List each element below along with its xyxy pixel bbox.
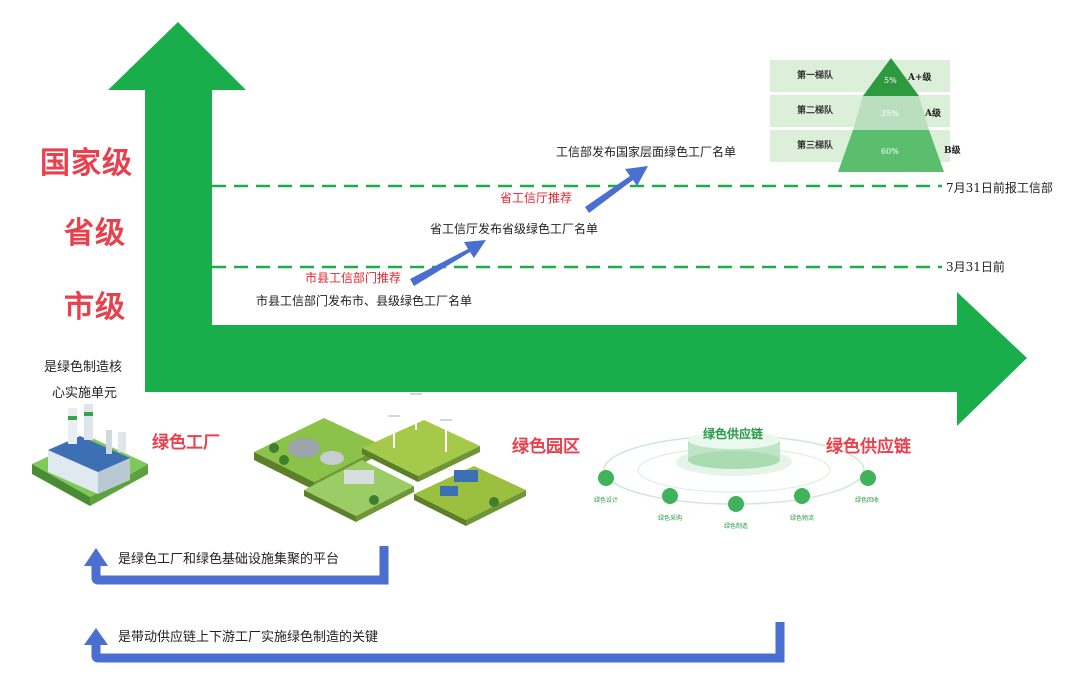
- city-publish-text: 市县工信部门发布市、县级绿色工厂名单: [256, 294, 473, 308]
- prov-publish-text: 省工信厅发布省级绿色工厂名单: [430, 222, 599, 236]
- tier-label-3: 第三梯队: [796, 141, 833, 151]
- tier-grade-1: A+级: [908, 73, 932, 83]
- tier-pct-2: 35%: [881, 109, 899, 118]
- key-return-arrow: [91, 622, 785, 663]
- national-publish-text: 工信部发布国家层面绿色工厂名单: [556, 145, 737, 159]
- park-illustration: [254, 392, 526, 526]
- supply-chain-illustration: [598, 431, 876, 512]
- category-factory: 绿色工厂: [152, 433, 220, 453]
- tier-pct-1: 5%: [884, 76, 897, 85]
- platform-return-arrow: [91, 546, 389, 585]
- level-national: 国家级: [40, 146, 133, 181]
- city-recommend-text: 市县工信部门推荐: [305, 271, 402, 285]
- tier-row-1: 第一梯队: [770, 60, 950, 92]
- category-park: 绿色园区: [512, 437, 580, 457]
- core-unit-line1: 是绿色制造核: [44, 360, 123, 375]
- pyramid: [838, 58, 944, 172]
- tier-grade-2: A级: [925, 109, 941, 119]
- sc-node-procurement: 绿色采购: [658, 515, 683, 522]
- supply-chain-center-label: 绿色供应链: [703, 427, 764, 441]
- tier-pct-3: 60%: [881, 147, 899, 156]
- sc-node-recycling: 绿色回收: [855, 497, 880, 504]
- sc-node-manufacturing: 绿色制造: [724, 523, 749, 530]
- sc-node-logistics: 绿色物流: [790, 515, 815, 522]
- factory-illustration: [32, 404, 148, 506]
- prov-recommend-text: 省工信厅推荐: [500, 191, 573, 205]
- deadline-jul: 7月31日前报工信部: [946, 181, 1053, 195]
- tier-grade-3: B级: [944, 146, 961, 156]
- level-provincial: 省级: [64, 216, 126, 251]
- province-to-national-arrow: [585, 166, 648, 213]
- tier-label-2: 第二梯队: [796, 106, 833, 116]
- deadline-mar: 3月31日前: [946, 260, 1005, 274]
- level-city: 市级: [64, 290, 126, 325]
- tier-label-1: 第一梯队: [796, 71, 833, 81]
- horizontal-axis-arrow: [145, 292, 1027, 426]
- city-to-province-arrow: [410, 240, 486, 286]
- vertical-axis-arrow: [108, 22, 246, 325]
- core-unit-line2: 心实施单元: [52, 386, 118, 401]
- note-platform: 是绿色工厂和绿色基础设施集聚的平台: [118, 552, 340, 567]
- note-key: 是带动供应链上下游工厂实施绿色制造的关键: [118, 630, 379, 645]
- category-supply-chain: 绿色供应链: [826, 437, 911, 457]
- sc-node-design: 绿色设计: [594, 497, 619, 504]
